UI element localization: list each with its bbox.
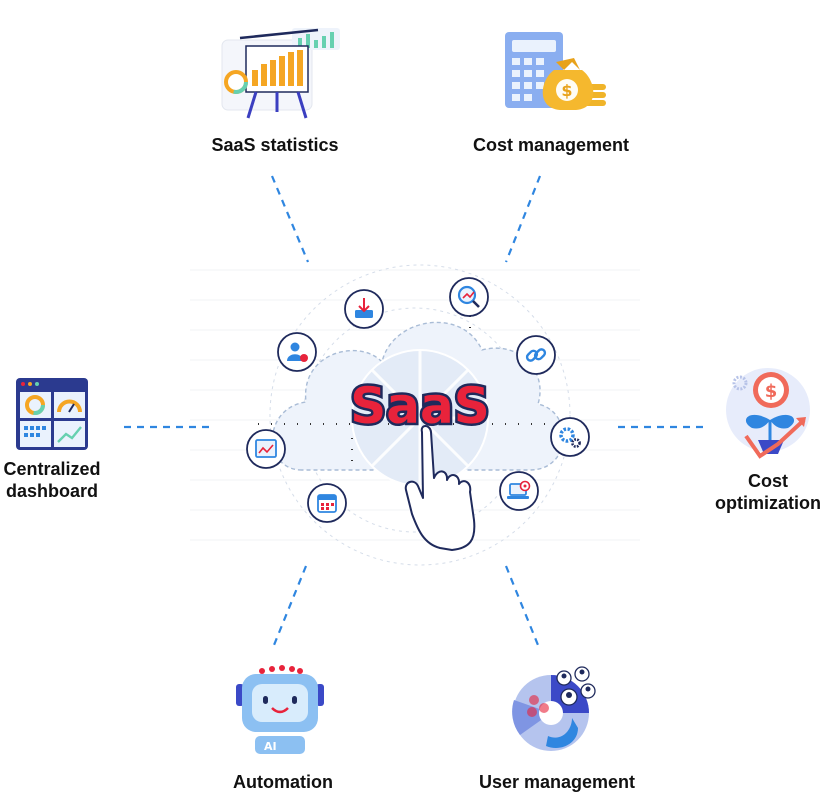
download-tray-icon: [344, 289, 384, 329]
node-label-centralized-dashboard: Centralized dashboard: [3, 459, 101, 501]
calculator-money-bag-icon: $: [505, 32, 606, 110]
node-label-cost-management: Cost management: [472, 135, 630, 155]
node-label-cost-optimization: Cost optimization: [715, 471, 821, 513]
svg-text:$: $: [561, 81, 572, 100]
connector-cost-management: [504, 175, 542, 263]
money-plant-growth-icon: $: [726, 368, 810, 459]
orbit-icons: [246, 277, 590, 523]
svg-text:$: $: [765, 381, 778, 402]
connector-automation: [270, 565, 308, 651]
pointing-hand-icon: [404, 425, 476, 551]
cloud-hub: SaaS: [258, 264, 571, 566]
node-label-user-management: User management: [478, 772, 636, 792]
analytics-search-icon: [449, 277, 489, 317]
connector-saas-statistics: [270, 175, 310, 263]
ai-robot-icon: AI: [236, 665, 324, 754]
gears-icon: [550, 417, 590, 457]
svg-text:AI: AI: [264, 740, 277, 753]
saas-center-title: SaaS: [350, 377, 490, 435]
connector-user-management: [504, 565, 542, 651]
monitor-chart-icon: [246, 429, 286, 469]
dashboard-window-icon: [16, 378, 88, 450]
presentation-chart-icon: [221, 28, 340, 119]
connector-lines: [124, 175, 706, 651]
link-chain-icon: [516, 335, 556, 375]
laptop-target-icon: [499, 471, 539, 511]
user-settings-icon: [277, 332, 317, 372]
calendar-icon: [307, 483, 347, 523]
node-label-saas-statistics: SaaS statistics: [211, 135, 339, 155]
node-label-automation: Automation: [233, 772, 333, 792]
user-network-icon: [512, 666, 596, 751]
